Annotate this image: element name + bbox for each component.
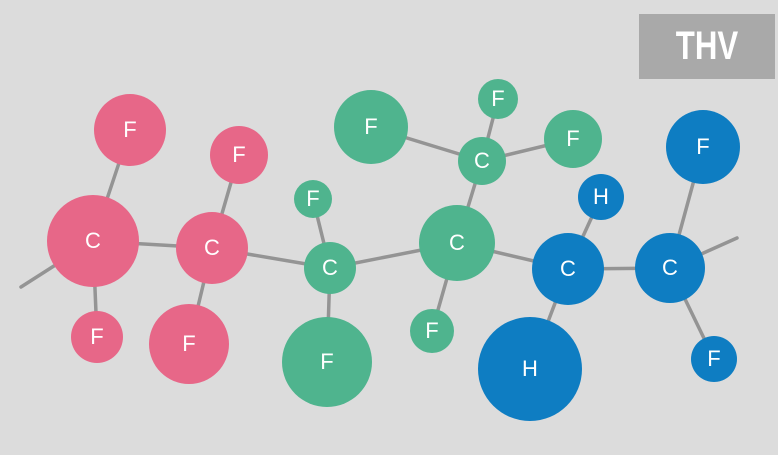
atom-c-pink: C	[47, 195, 139, 287]
atom-f-green: F	[294, 180, 332, 218]
atom-f-green: F	[334, 90, 408, 164]
atom-f-green: F	[544, 110, 602, 168]
atom-c-green: C	[458, 137, 506, 185]
atom-f-pink: F	[71, 311, 123, 363]
atom-c-blue: C	[635, 233, 705, 303]
atom-f-blue: F	[691, 336, 737, 382]
atom-f-pink: F	[149, 304, 229, 384]
atom-f-pink: F	[94, 94, 166, 166]
atom-c-green: C	[419, 205, 495, 281]
atom-h-blue: H	[478, 317, 582, 421]
atom-f-green: F	[282, 317, 372, 407]
atom-f-pink: F	[210, 126, 268, 184]
atom-h-blue: H	[578, 174, 624, 220]
atom-f-green: F	[478, 79, 518, 119]
atom-c-blue: C	[532, 233, 604, 305]
polymer-name-badge: THV	[639, 14, 775, 79]
atom-c-green: C	[304, 242, 356, 294]
atom-f-green: F	[410, 309, 454, 353]
atom-c-pink: C	[176, 212, 248, 284]
badge-label: THV	[675, 24, 739, 68]
atom-f-blue: F	[666, 110, 740, 184]
